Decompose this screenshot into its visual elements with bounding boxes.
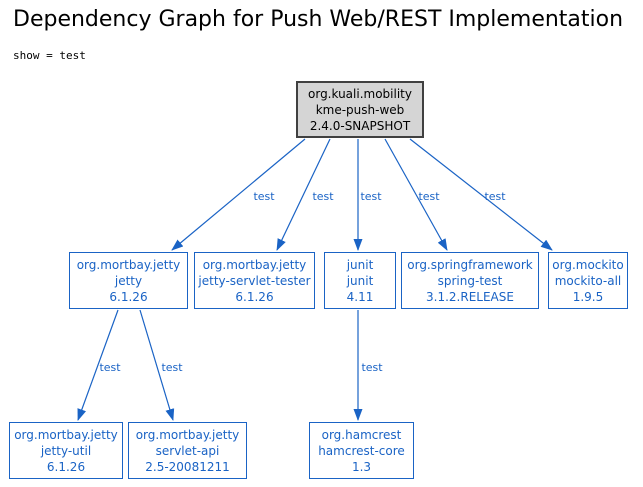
node-line: 2.5-20081211 xyxy=(145,459,230,474)
node-line: jetty-util xyxy=(40,443,92,458)
node-line: junit xyxy=(346,257,374,272)
node-line: org.kuali.mobility xyxy=(308,86,412,101)
node-line: jetty xyxy=(114,273,143,288)
node-line: org.springframework xyxy=(407,257,533,272)
node-line: org.mockito xyxy=(552,257,624,272)
node-line: spring-test xyxy=(437,273,503,288)
edge-scope-label: test xyxy=(161,361,183,374)
edge-scope-label: test xyxy=(361,361,383,374)
edge-scope-label: test xyxy=(253,190,275,203)
node-line: jetty-servlet-tester xyxy=(198,273,311,288)
node-line: org.mortbay.jetty xyxy=(14,427,118,442)
page-title: Dependency Graph for Push Web/REST Imple… xyxy=(13,7,624,32)
node-line: kme-push-web xyxy=(315,102,405,117)
node-line: 6.1.26 xyxy=(46,459,86,474)
node-line: org.mortbay.jetty xyxy=(135,427,240,442)
edge-scope-label: test xyxy=(418,190,440,203)
edge-scope-label: test xyxy=(99,361,121,374)
dependency-edge-root-jetty-servlet-tester xyxy=(276,138,331,251)
node-line: 6.1.26 xyxy=(235,289,274,304)
node-line: hamcrest-core xyxy=(318,443,405,458)
dependency-edge-root-mockito-all xyxy=(409,138,553,251)
edge-scope-label: test xyxy=(312,190,334,203)
node-line: 1.3 xyxy=(351,459,372,474)
edge-scope-label: test xyxy=(360,190,382,203)
dependency-edge-jetty-jetty-util xyxy=(77,309,119,421)
node-line: org.hamcrest xyxy=(321,427,402,442)
dependency-edge-root-spring-test xyxy=(384,138,448,251)
node-line: org.mortbay.jetty xyxy=(202,257,307,272)
node-line: 4.11 xyxy=(346,289,374,304)
node-line: 6.1.26 xyxy=(109,289,148,304)
node-line: org.mortbay.jetty xyxy=(76,257,181,272)
graph-filter-caption: show = test xyxy=(13,49,86,62)
node-line: 2.4.0-SNAPSHOT xyxy=(309,118,411,133)
node-line: 3.1.2.RELEASE xyxy=(426,289,514,304)
edge-scope-label: test xyxy=(484,190,506,203)
node-line: servlet-api xyxy=(155,443,220,458)
node-line: 1.9.5 xyxy=(572,289,604,304)
dependency-edge-jetty-servlet-api xyxy=(139,309,175,421)
node-line: mockito-all xyxy=(554,273,622,288)
node-line: junit xyxy=(346,273,374,288)
dependency-edge-root-jetty xyxy=(171,138,306,251)
